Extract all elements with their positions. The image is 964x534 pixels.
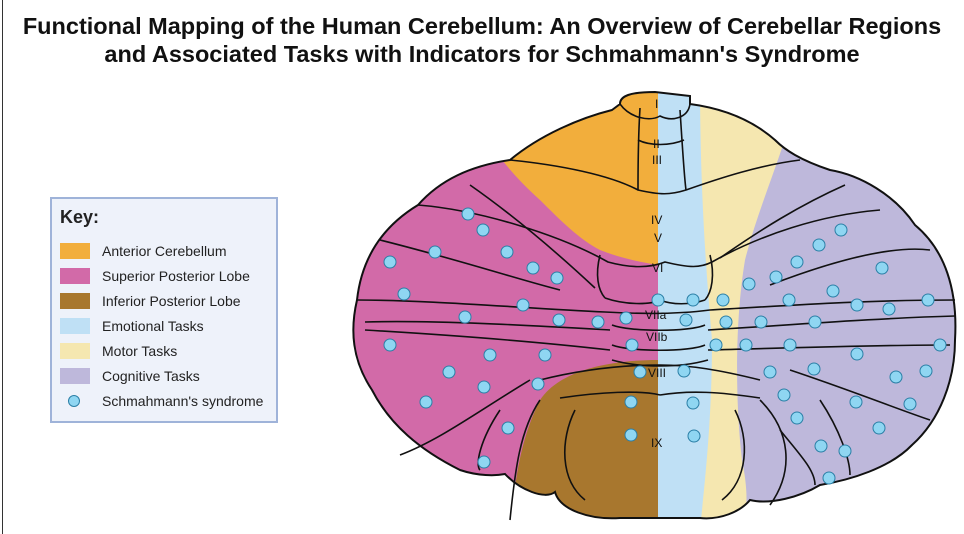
schmahmann-dot: [478, 381, 490, 393]
schmahmann-dot: [815, 440, 827, 452]
region-label-III: III: [652, 153, 662, 167]
schmahmann-dot: [687, 397, 699, 409]
schmahmann-dot: [443, 366, 455, 378]
key-item-superior-posterior-lobe: Superior Posterior Lobe: [60, 268, 250, 284]
schmahmann-dot: [517, 299, 529, 311]
schmahmann-dot: [890, 371, 902, 383]
region-label-V: V: [654, 231, 662, 245]
schmahmann-dot: [626, 339, 638, 351]
schmahmann-dot: [791, 412, 803, 424]
schmahmann-dot: [478, 456, 490, 468]
schmahmann-dot: [551, 272, 563, 284]
region-label-IX: IX: [651, 436, 662, 450]
schmahmann-dot: [678, 365, 690, 377]
region-label-I: I: [655, 97, 658, 111]
schmahmann-dot: [501, 246, 513, 258]
region-label-II: II: [653, 137, 660, 151]
schmahmann-dot: [462, 208, 474, 220]
schmahmann-dot: [920, 365, 932, 377]
swatch-emotional-tasks: [60, 318, 90, 334]
schmahmann-dot: [808, 363, 820, 375]
schmahmann-dot: [384, 256, 396, 268]
region-label-VIII: VIII: [648, 366, 666, 380]
schmahmann-dot: [851, 299, 863, 311]
schmahmann-dot: [484, 349, 496, 361]
schmahmann-dot: [459, 311, 471, 323]
key-heading: Key:: [60, 207, 99, 228]
schmahmann-dot: [784, 339, 796, 351]
schmahmann-dot: [477, 224, 489, 236]
swatch-cognitive-tasks: [60, 368, 90, 384]
schmahmann-dot: [527, 262, 539, 274]
region-label-VI: VI: [652, 261, 663, 275]
key-item-emotional-tasks: Emotional Tasks: [60, 318, 204, 334]
region-label-VIIa: VIIa: [645, 308, 667, 322]
key-item-cognitive-tasks: Cognitive Tasks: [60, 368, 200, 384]
schmahmann-dot: [687, 294, 699, 306]
schmahmann-dot: [680, 314, 692, 326]
schmahmann-dot: [883, 303, 895, 315]
schmahmann-dot: [720, 316, 732, 328]
schmahmann-dot: [827, 285, 839, 297]
schmahmann-dot: [755, 316, 767, 328]
schmahmann-dot: [688, 430, 700, 442]
schmahmann-dot: [539, 349, 551, 361]
schmahmann-dot: [934, 339, 946, 351]
schmahmann-dot: [620, 312, 632, 324]
key-item-anterior-cerebellum: Anterior Cerebellum: [60, 243, 227, 259]
schmahmann-dot: [873, 422, 885, 434]
key-item-motor-tasks: Motor Tasks: [60, 343, 177, 359]
schmahmann-dot: [778, 389, 790, 401]
schmahmann-dot: [532, 378, 544, 390]
schmahmann-dot: [904, 398, 916, 410]
schmahmann-dot: [592, 316, 604, 328]
key-item-schmahmann: Schmahmann's syndrome: [60, 393, 263, 409]
schmahmann-dot: [850, 396, 862, 408]
schmahmann-dot: [791, 256, 803, 268]
schmahmann-dot: [823, 472, 835, 484]
schmahmann-dot: [783, 294, 795, 306]
schmahmann-dot: [839, 445, 851, 457]
swatch-motor-tasks: [60, 343, 90, 359]
schmahmann-dot: [710, 339, 722, 351]
schmahmann-dot: [876, 262, 888, 274]
swatch-inferior-posterior-lobe: [60, 293, 90, 309]
schmahmann-dot: [398, 288, 410, 300]
schmahmann-dot: [922, 294, 934, 306]
schmahmann-dot: [429, 246, 441, 258]
schmahmann-dot: [809, 316, 821, 328]
key-label-anterior-cerebellum: Anterior Cerebellum: [102, 243, 227, 259]
region-label-IV: IV: [651, 213, 662, 227]
schmahmann-dot: [770, 271, 782, 283]
schmahmann-dot: [625, 396, 637, 408]
schmahmann-dot: [717, 294, 729, 306]
schmahmann-dot: [740, 339, 752, 351]
swatch-anterior-cerebellum: [60, 243, 90, 259]
schmahmann-dot: [813, 239, 825, 251]
swatch-superior-posterior-lobe: [60, 268, 90, 284]
key-label-schmahmann: Schmahmann's syndrome: [102, 393, 263, 409]
schmahmann-dot: [764, 366, 776, 378]
key-label-cognitive-tasks: Cognitive Tasks: [102, 368, 200, 384]
key-legend: Key: Anterior Cerebellum Superior Poster…: [50, 197, 278, 423]
schmahmann-dot: [652, 294, 664, 306]
schmahmann-dot: [384, 339, 396, 351]
schmahmann-dot: [851, 348, 863, 360]
key-label-emotional-tasks: Emotional Tasks: [102, 318, 204, 334]
schmahmann-dot: [502, 422, 514, 434]
schmahmann-dot-icon: [68, 395, 80, 407]
schmahmann-dot: [634, 366, 646, 378]
schmahmann-dot: [553, 314, 565, 326]
schmahmann-dot: [420, 396, 432, 408]
key-item-inferior-posterior-lobe: Inferior Posterior Lobe: [60, 293, 241, 309]
region-label-VIIb: VIIb: [646, 330, 668, 344]
schmahmann-dot: [743, 278, 755, 290]
key-label-motor-tasks: Motor Tasks: [102, 343, 177, 359]
schmahmann-dot: [835, 224, 847, 236]
key-label-superior-posterior-lobe: Superior Posterior Lobe: [102, 268, 250, 284]
key-label-inferior-posterior-lobe: Inferior Posterior Lobe: [102, 293, 241, 309]
schmahmann-dot: [625, 429, 637, 441]
